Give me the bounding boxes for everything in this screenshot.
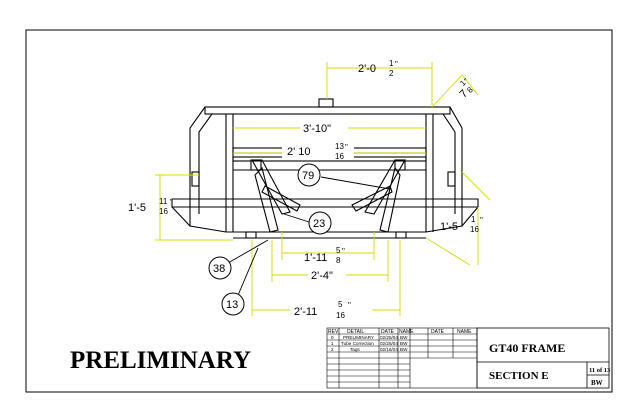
title-block: GT40 FRAME SECTION E 11 of 13 BW xyxy=(476,327,611,389)
dim-bottom: 2'-11 xyxy=(294,306,317,318)
dim-mid-bar: 2' 10 xyxy=(287,146,311,158)
svg-text:02/25/04: 02/25/04 xyxy=(380,341,398,346)
svg-text:DATE: DATE xyxy=(381,329,395,335)
svg-text:NAME: NAME xyxy=(399,329,414,335)
svg-text:": " xyxy=(395,60,398,69)
svg-text:": " xyxy=(170,198,173,207)
svg-text:79: 79 xyxy=(302,170,314,182)
drawing-title: GT40 FRAME xyxy=(489,341,565,355)
right-brace xyxy=(364,159,406,215)
callout-23 xyxy=(308,211,332,235)
svg-text:DATE: DATE xyxy=(431,329,445,335)
svg-text:BW: BW xyxy=(400,335,408,340)
svg-text:5: 5 xyxy=(338,300,343,309)
svg-text:2: 2 xyxy=(331,347,334,352)
svg-text:NAME: NAME xyxy=(457,329,472,335)
svg-text:0: 0 xyxy=(331,335,334,340)
callout-13 xyxy=(221,292,245,316)
svg-text:5: 5 xyxy=(336,246,341,255)
svg-text:Tags: Tags xyxy=(350,347,360,352)
svg-text:1: 1 xyxy=(471,215,476,224)
dim-lower-b: 2'-4" xyxy=(311,270,333,282)
sheet-border xyxy=(25,29,613,393)
svg-text:16: 16 xyxy=(335,152,344,161)
sheet-number: 11 of 13 xyxy=(589,367,611,374)
svg-text:13: 13 xyxy=(335,142,344,151)
svg-text:11: 11 xyxy=(159,197,168,206)
right-roof-post xyxy=(449,106,463,226)
dim-upper-bar: 3'-10" xyxy=(303,123,331,135)
callout-38 xyxy=(208,256,232,280)
svg-text:BW: BW xyxy=(400,341,408,346)
callouts: 79 23 38 13 xyxy=(208,163,391,316)
svg-text:16: 16 xyxy=(159,207,168,216)
svg-text:8: 8 xyxy=(465,85,475,95)
dim-left-height: 1'-5 xyxy=(128,202,146,214)
svg-text:1: 1 xyxy=(389,59,394,68)
svg-text:8: 8 xyxy=(336,256,341,265)
dim-lower-a: 1'-11 xyxy=(304,252,327,264)
revision-table: REV DETAIL DATE NAME DATE NAME 0 PRELIMI… xyxy=(326,327,478,389)
svg-text:1: 1 xyxy=(331,341,334,346)
left-roof-post xyxy=(189,106,206,226)
svg-text:Tube Correction: Tube Correction xyxy=(341,341,374,346)
svg-text:02/16/04: 02/16/04 xyxy=(380,347,398,352)
svg-text:13: 13 xyxy=(226,299,238,311)
svg-text:": " xyxy=(462,76,470,84)
dim-right-height: 1'-5 xyxy=(440,221,458,233)
floor-rail xyxy=(171,198,479,208)
svg-text:REV: REV xyxy=(328,329,339,335)
svg-text:DETAIL: DETAIL xyxy=(347,329,364,335)
svg-text:PRELIMINARY: PRELIMINARY xyxy=(343,335,374,340)
svg-text:16: 16 xyxy=(336,311,345,320)
preliminary-stamp: PRELIMINARY xyxy=(70,347,251,374)
top-knob xyxy=(318,98,334,108)
svg-text:": " xyxy=(342,247,345,256)
svg-text:": " xyxy=(345,143,348,152)
svg-text:38: 38 xyxy=(213,263,225,275)
dim-top-width: 2'-0 xyxy=(358,63,376,75)
svg-text:02/25/04: 02/25/04 xyxy=(380,335,398,340)
svg-text:": " xyxy=(480,216,483,225)
drawing-section: SECTION E xyxy=(489,370,549,382)
svg-text:BW: BW xyxy=(400,347,408,352)
callout-79 xyxy=(297,163,321,187)
svg-text:16: 16 xyxy=(470,225,479,234)
author-initials: BW xyxy=(591,379,603,387)
svg-text:": " xyxy=(348,301,351,310)
roof-tube xyxy=(204,106,451,115)
svg-text:23: 23 xyxy=(313,218,325,230)
dimension-labels: 2'-0 1 2 " 7 1 8 " 3'-10" 2' 10 13 16 " … xyxy=(128,59,483,320)
svg-text:2: 2 xyxy=(389,69,394,78)
svg-text:1: 1 xyxy=(458,78,468,88)
